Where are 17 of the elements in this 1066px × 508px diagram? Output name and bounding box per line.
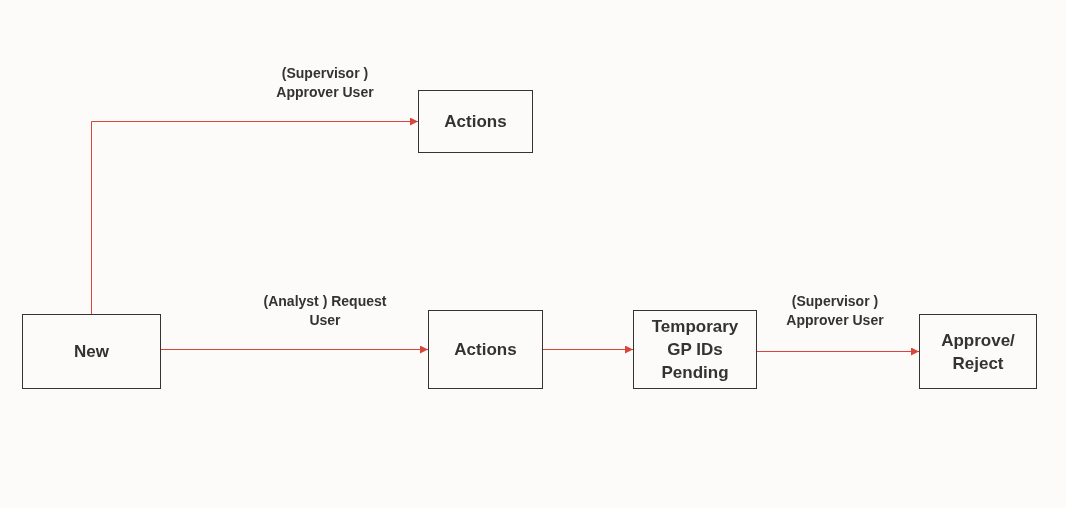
arrow [91, 117, 419, 315]
box-text: Actions [444, 111, 507, 133]
box-text: Approve/ Reject [940, 329, 1016, 375]
box-text: Temporary GP IDs Pending [650, 316, 740, 384]
process-box [428, 310, 543, 389]
edge-label: (Analyst ) Request User [262, 292, 388, 330]
edge-label: (Supervisor ) Approver User [275, 64, 375, 102]
process-box [633, 310, 757, 389]
process-box [22, 314, 161, 389]
arrow [756, 347, 920, 356]
process-box [919, 314, 1037, 389]
box-text: New [74, 341, 109, 363]
arrow [160, 345, 429, 354]
box-text: Actions [454, 339, 517, 361]
process-box [418, 90, 533, 153]
arrow [542, 345, 634, 354]
edge-label: (Supervisor ) Approver User [785, 292, 885, 330]
